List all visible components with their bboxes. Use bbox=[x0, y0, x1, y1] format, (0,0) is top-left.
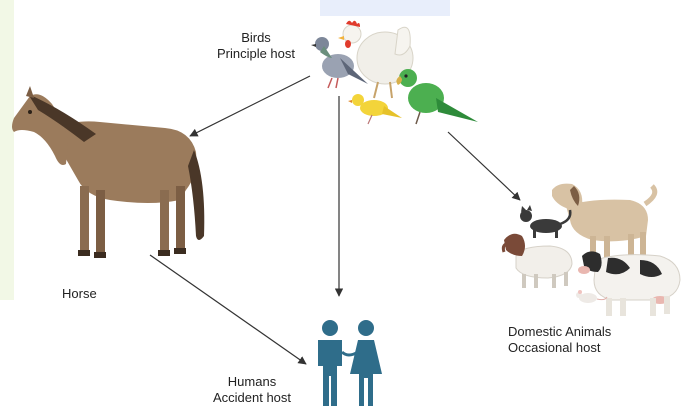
dog-icon bbox=[552, 184, 655, 260]
horse-icon bbox=[12, 86, 204, 258]
bird-group-icon bbox=[311, 21, 478, 124]
arrow-horse-to-humans bbox=[150, 255, 306, 364]
domestic-role: Occasional host bbox=[508, 340, 611, 356]
horse-name: Horse bbox=[62, 286, 97, 302]
humans-icon bbox=[318, 320, 382, 406]
arrow-birds-to-domestic bbox=[448, 132, 520, 200]
humans-role: Accident host bbox=[202, 390, 302, 406]
domestic-animals-icon bbox=[503, 184, 680, 316]
canary-icon bbox=[348, 94, 402, 124]
domestic-name: Domestic Animals bbox=[508, 324, 611, 340]
cow-icon bbox=[578, 251, 680, 316]
birds-label: Birds Principle host bbox=[206, 30, 306, 62]
humans-label: Humans Accident host bbox=[202, 374, 302, 406]
birds-role: Principle host bbox=[206, 46, 306, 62]
birds-name: Birds bbox=[206, 30, 306, 46]
goat-icon bbox=[503, 234, 572, 288]
cat-icon bbox=[520, 205, 570, 238]
horse-label: Horse bbox=[62, 286, 97, 302]
domestic-label: Domestic Animals Occasional host bbox=[508, 324, 611, 356]
parrot-icon bbox=[396, 69, 478, 124]
arrow-birds-to-horse bbox=[190, 76, 310, 136]
humans-name: Humans bbox=[202, 374, 302, 390]
